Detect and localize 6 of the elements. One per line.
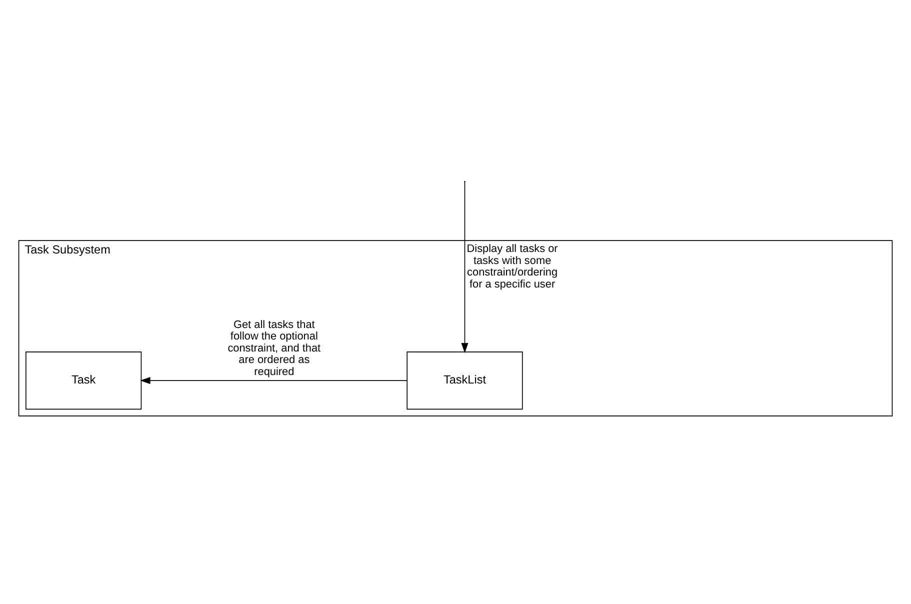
edge-label: Display all tasks or tasks with some constraint/ordering for a specific user	[466, 243, 558, 290]
edge-label: Get all tasks that follow the optional constraint, and that are ordered as required	[228, 318, 321, 378]
node-box: Task	[26, 352, 142, 410]
node-box: TaskList	[406, 352, 523, 410]
arrow	[461, 182, 468, 354]
arrow	[140, 377, 408, 384]
